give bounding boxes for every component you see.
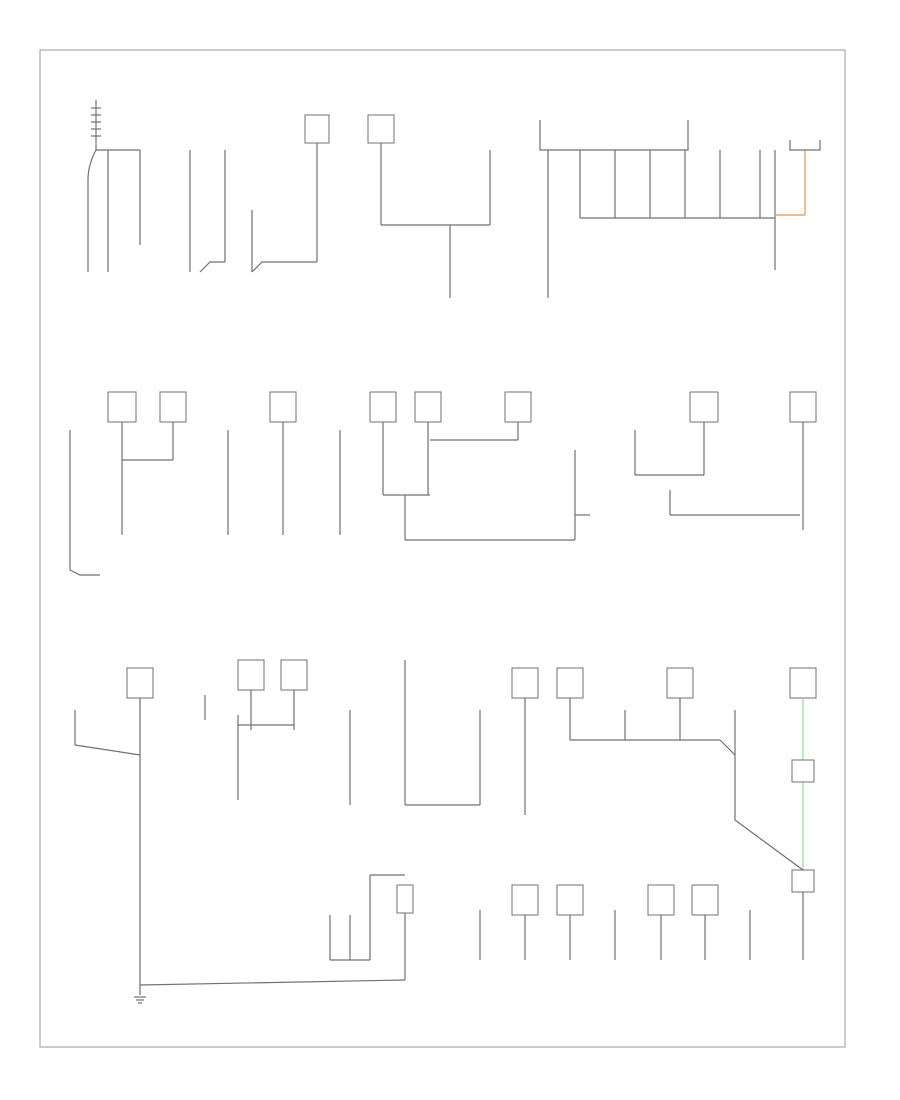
row-1-circuits [87, 100, 821, 298]
row-3-circuits [74, 659, 817, 995]
battery-symbol [87, 100, 141, 272]
module-bracket-row1 [539, 120, 821, 298]
component-row1-3 [251, 114, 330, 273]
component-row1-4 [367, 114, 491, 298]
diagram-frame [39, 49, 846, 1048]
row-4-circuits [139, 869, 815, 986]
row-2-circuits [69, 391, 817, 576]
ground-symbols [134, 996, 146, 1004]
component-row1-2 [189, 150, 226, 273]
